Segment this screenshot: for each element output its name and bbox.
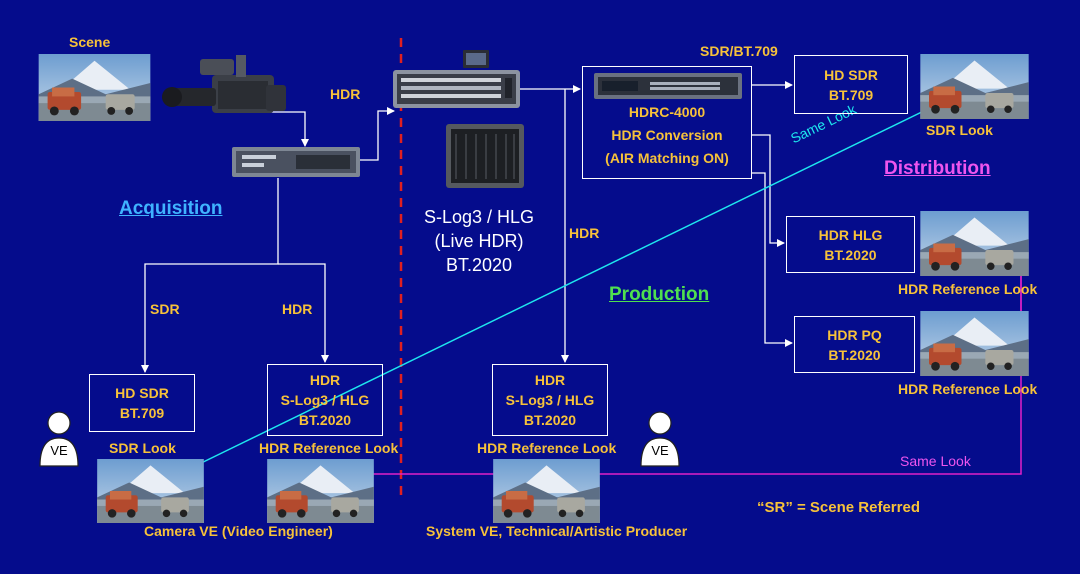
hdr-hlg-box: HDR HLG BT.2020 — [786, 216, 915, 273]
box-line: BT.2020 — [298, 412, 352, 428]
sdr-look-label-right: SDR Look — [926, 122, 993, 138]
scene-photo — [38, 54, 151, 121]
hdr-ref-look-label-left: HDR Reference Look — [259, 440, 399, 456]
processor-chassis-icon — [446, 124, 524, 188]
arrow-ccu-to-hdr — [278, 263, 329, 363]
hdr-branch-label: HDR — [282, 301, 313, 317]
box-line: S-Log3 / HLG — [280, 392, 370, 408]
same-look-bottom-label: Same Look — [900, 453, 971, 469]
camera-icon — [162, 55, 286, 113]
box-line: HDR PQ — [827, 326, 882, 343]
box-line: HD SDR — [115, 385, 169, 401]
box-line: BT.2020 — [523, 412, 577, 428]
hd-sdr-box-left: HD SDR BT.709 — [89, 374, 195, 432]
hdr-ref-look-label-right-1: HDR Reference Look — [898, 281, 1038, 297]
sdr-look-photo-right — [918, 54, 1031, 119]
hdr-hlg-look-photo — [918, 211, 1031, 276]
sdr-bt709-label: SDR/BT.709 — [700, 43, 778, 59]
switcher-format-line: S-Log3 / HLG — [423, 207, 535, 227]
box-line: BT.709 — [119, 405, 165, 421]
hdr-ref-look-label-right-2: HDR Reference Look — [898, 381, 1038, 397]
production-heading: Production — [609, 284, 710, 305]
box-line: S-Log3 / HLG — [505, 392, 595, 408]
box-line: HDR — [309, 372, 341, 388]
box-line: HDRC-4000 — [628, 104, 706, 120]
switcher-panel-icon — [393, 50, 520, 108]
ve-badge-text: VE — [50, 443, 68, 458]
box-line: HDR — [534, 372, 566, 388]
hdr-camera-label: HDR — [330, 86, 361, 102]
hdr-production-label: HDR — [569, 225, 600, 241]
hdr-ref-look-label-mid: HDR Reference Look — [477, 440, 617, 456]
switcher-format-text: S-Log3 / HLG (Live HDR) BT.2020 — [412, 205, 546, 277]
video-engineer-icon: VE — [38, 410, 80, 468]
box-line: BT.709 — [828, 86, 874, 103]
person-icon — [640, 411, 680, 467]
switcher-format-line: BT.2020 — [445, 255, 513, 275]
scene-label: Scene — [69, 34, 111, 50]
camera-ve-label: Camera VE (Video Engineer) — [144, 523, 333, 539]
sdr-look-photo-left — [94, 459, 207, 523]
box-line: HDR HLG — [818, 226, 883, 243]
ve-badge-text: VE — [651, 443, 669, 458]
arrow-ccu-to-switcher — [360, 107, 395, 161]
arrow-ccu-to-hd-sdr — [141, 178, 279, 373]
hd-sdr-box-right: HD SDR BT.709 — [794, 55, 908, 114]
box-line: BT.2020 — [828, 346, 881, 363]
hdrc-box: HDRC-4000 HDR Conversion (AIR Matching O… — [582, 66, 752, 179]
hdr-look-photo-left — [264, 459, 377, 523]
hdr-look-photo-mid — [490, 459, 603, 523]
box-line: (AIR Matching ON) — [605, 150, 729, 166]
acquisition-heading: Acquisition — [119, 198, 223, 219]
arrow-hdrc-to-hlg — [752, 134, 785, 247]
hdr-pq-look-photo — [918, 311, 1031, 376]
distribution-heading: Distribution — [884, 158, 991, 179]
sr-note-label: “SR” = Scene Referred — [757, 499, 920, 516]
same-look-line-cyan — [192, 106, 933, 468]
hdrc-unit-icon — [594, 73, 742, 99]
system-ve-label: System VE, Technical/Artistic Producer — [426, 523, 688, 539]
hdr-pq-box: HDR PQ BT.2020 — [794, 316, 915, 373]
box-line: BT.2020 — [824, 246, 877, 263]
hdr-slog-box-mid: HDR S-Log3 / HLG BT.2020 — [492, 364, 608, 436]
box-line: HDR Conversion — [611, 127, 723, 143]
switcher-format-line: (Live HDR) — [434, 231, 524, 251]
ccu-device-icon — [232, 147, 360, 177]
arrow-hdrc-to-pq — [752, 172, 793, 347]
box-line: HD SDR — [824, 66, 878, 83]
video-engineer-icon: VE — [639, 410, 681, 468]
person-icon — [39, 411, 79, 467]
sdr-look-label-left: SDR Look — [109, 440, 176, 456]
sdr-branch-label: SDR — [150, 301, 180, 317]
hdr-slog-box-left: HDR S-Log3 / HLG BT.2020 — [267, 364, 383, 436]
